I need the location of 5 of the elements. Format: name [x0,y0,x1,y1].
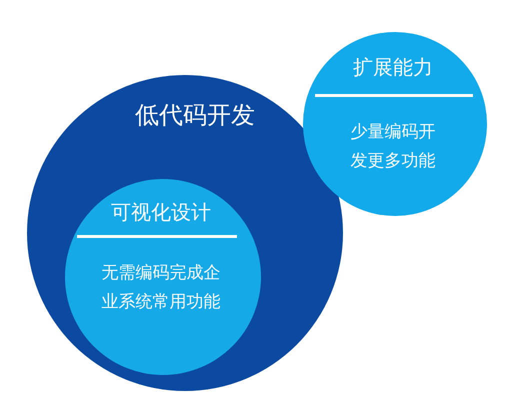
circle-heading: 低代码开发 [135,100,255,131]
circle-heading: 扩展能力 [353,54,433,81]
circle-description: 少量编码开发更多功能 [350,121,436,173]
circle-description: 无需编码完成企业系统常用功能 [100,262,222,314]
circle-heading: 可视化设计 [111,199,211,226]
